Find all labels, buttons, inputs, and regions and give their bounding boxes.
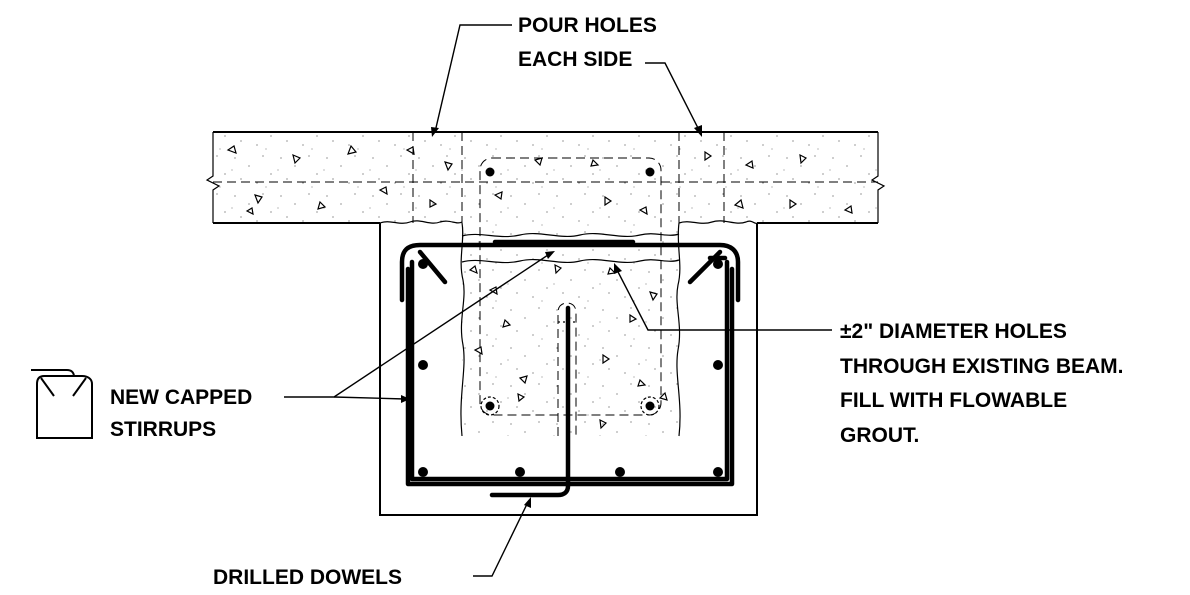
stirrups-leaders — [284, 251, 555, 403]
diameter-holes-label-line2: THROUGH EXISTING BEAM. — [840, 355, 1124, 378]
stirrups-label-line2: STIRRUPS — [110, 418, 216, 441]
capped-stirrup-icon — [31, 369, 93, 439]
existing-beam — [379, 157, 758, 437]
dowels-label: DRILLED DOWELS — [213, 566, 402, 589]
diameter-holes-label-line3: FILL WITH FLOWABLE — [840, 389, 1067, 412]
pour-holes-label-line2: EACH SIDE — [518, 48, 632, 71]
pour-holes-leaders — [431, 24, 702, 137]
new-concrete-jacket — [379, 223, 758, 516]
pour-holes-label-line1: POUR HOLES — [518, 14, 657, 37]
stirrups-label-line1: NEW CAPPED — [110, 386, 252, 409]
diameter-holes-label-line1: ±2" DIAMETER HOLES — [840, 320, 1067, 343]
drilled-dowel — [489, 305, 571, 498]
aggregate-symbols — [226, 144, 853, 430]
existing-slab — [205, 131, 886, 224]
dowels-leader — [473, 497, 531, 577]
diameter-holes-leader — [614, 263, 832, 331]
diameter-holes-label-line4: GROUT. — [840, 424, 919, 447]
